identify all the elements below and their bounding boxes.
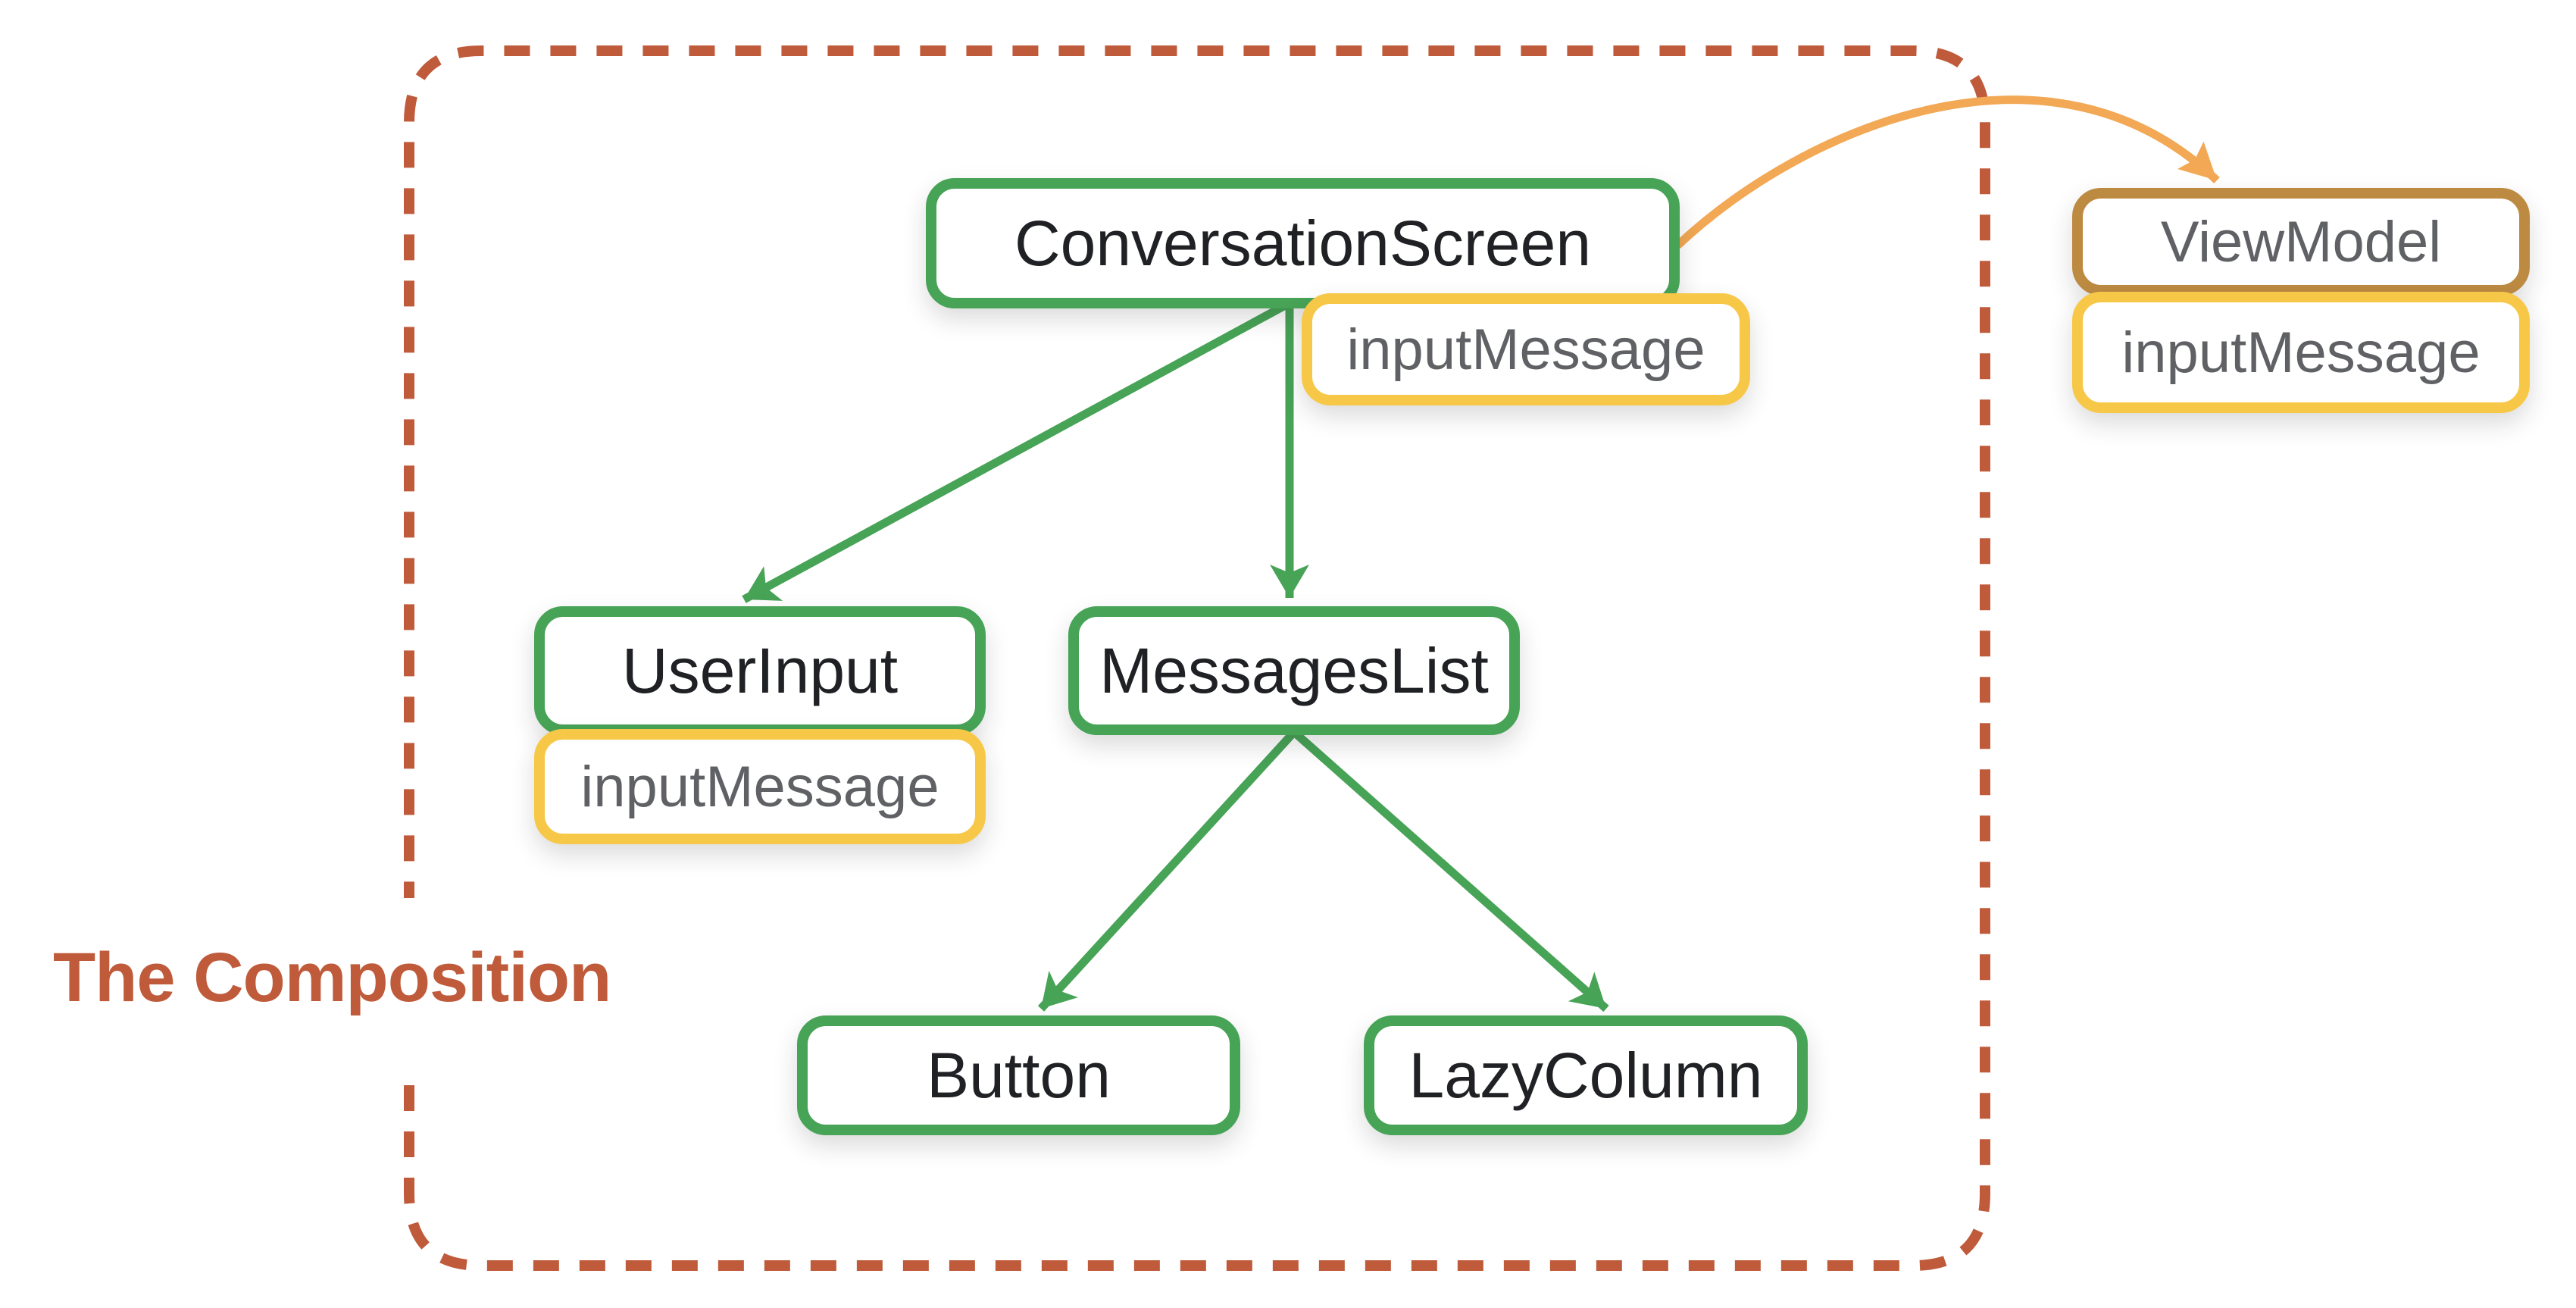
node-view-model-state: inputMessage	[2072, 292, 2530, 413]
node-user-input: UserInput	[534, 606, 986, 735]
node-user-input-state-label: inputMessage	[580, 754, 939, 819]
edge-conversation-to-viewmodel	[1674, 95, 2220, 249]
node-messages-list: MessagesList	[1068, 606, 1520, 735]
node-messages-list-label: MessagesList	[1099, 634, 1489, 706]
node-user-input-label: UserInput	[621, 634, 899, 706]
diagram-title: The Composition	[53, 939, 611, 1016]
edge-conversation-to-userinput	[742, 301, 1289, 603]
composition-boundary-dashed-border	[404, 45, 1990, 1271]
node-conversation-screen-state: inputMessage	[1302, 293, 1750, 405]
node-conversation-screen-state-label: inputMessage	[1346, 317, 1705, 382]
node-view-model-label: ViewModel	[2160, 209, 2442, 274]
node-button-label: Button	[927, 1039, 1111, 1111]
node-conversation-screen: ConversationScreen	[926, 178, 1680, 308]
node-button: Button	[797, 1015, 1240, 1135]
node-view-model: ViewModel	[2072, 188, 2530, 296]
node-user-input-state: inputMessage	[534, 729, 986, 844]
node-lazy-column: LazyColumn	[1364, 1015, 1808, 1135]
edge-messageslist-to-button	[1037, 729, 1298, 1012]
node-conversation-screen-label: ConversationScreen	[1014, 207, 1592, 279]
node-view-model-state-label: inputMessage	[2121, 320, 2481, 385]
edge-messageslist-to-lazycolumn	[1291, 728, 1609, 1012]
node-lazy-column-label: LazyColumn	[1408, 1039, 1763, 1111]
